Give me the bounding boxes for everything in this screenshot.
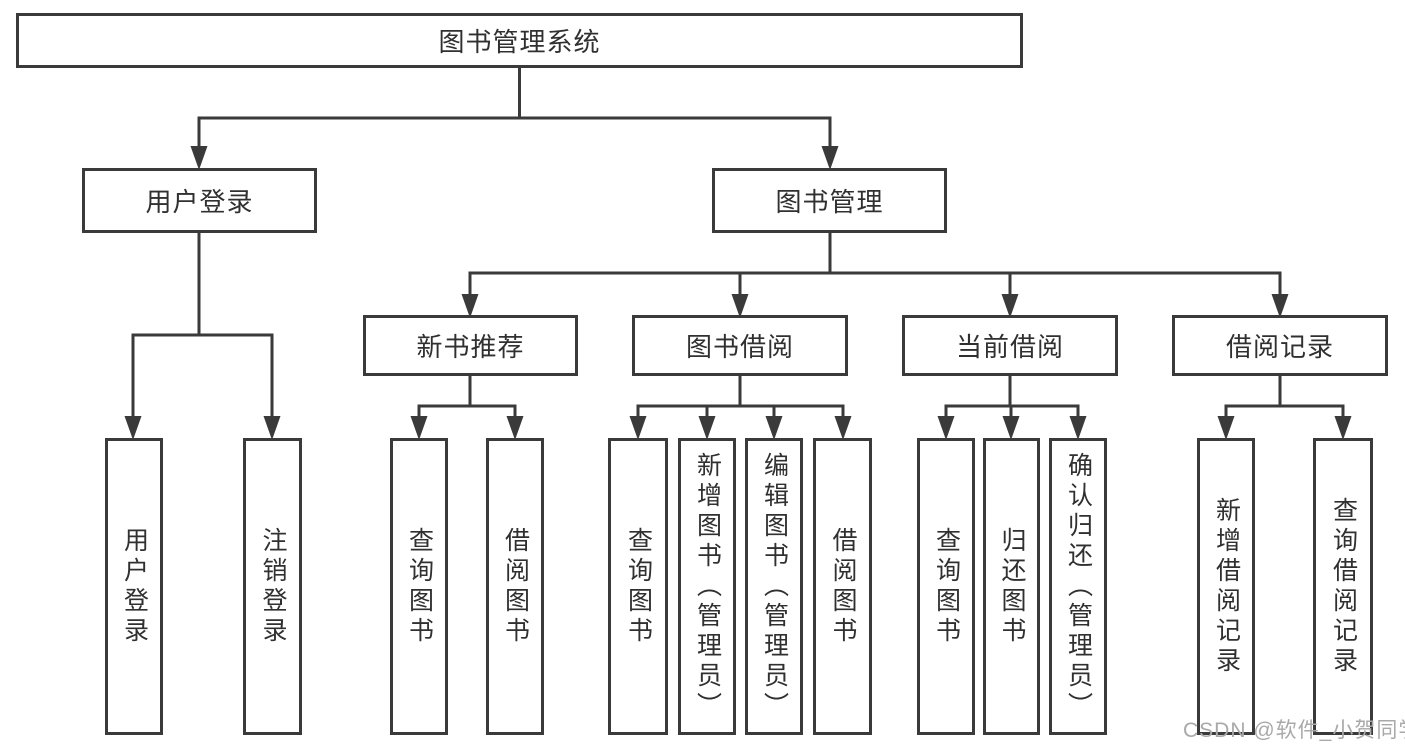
arrowhead <box>821 146 839 170</box>
arrowhead <box>1334 416 1352 440</box>
node-borrowing-records: 借阅记录 <box>1172 315 1388 376</box>
leaf-add-book-admin: 新增图书（管理员） <box>678 438 736 735</box>
arrowhead <box>698 416 716 440</box>
node-library-management-system: 图书管理系统 <box>16 13 1023 68</box>
arrowhead <box>124 416 142 440</box>
arrowhead <box>410 416 428 440</box>
leaf-query-borrow-record: 查询借阅记录 <box>1313 438 1373 735</box>
leaf-borrow-books-recommend: 借阅图书 <box>486 438 544 735</box>
leaf-user-login: 用户登录 <box>105 438 163 735</box>
node-user-login: 用户登录 <box>82 168 317 233</box>
arrowhead <box>629 416 647 440</box>
connector-root-to-level2 <box>197 68 832 150</box>
connector-bookmgmt-to-level3 <box>468 233 1282 298</box>
leaf-return-books: 归还图书 <box>983 438 1040 735</box>
leaf-logout: 注销登录 <box>243 438 302 735</box>
leaf-add-borrow-record: 新增借阅记录 <box>1197 438 1255 735</box>
node-current-borrowing: 当前借阅 <box>902 315 1118 376</box>
connector-records-to-leaves <box>1224 376 1345 420</box>
arrowhead <box>506 416 524 440</box>
node-book-management: 图书管理 <box>712 168 947 233</box>
leaf-edit-book-admin: 编辑图书（管理员） <box>745 438 803 735</box>
connector-recommend-to-leaves <box>417 376 517 420</box>
node-book-borrowing: 图书借阅 <box>632 315 848 376</box>
leaf-borrow-books-borrowing: 借阅图书 <box>813 438 872 735</box>
arrowhead <box>1002 416 1020 440</box>
node-new-book-recommend: 新书推荐 <box>363 315 578 376</box>
arrowhead <box>937 416 955 440</box>
connector-borrowing-to-leaves <box>636 376 845 420</box>
arrowhead <box>1217 416 1235 440</box>
arrowhead <box>263 416 281 440</box>
arrowhead <box>765 416 783 440</box>
leaf-query-books-current: 查询图书 <box>917 438 975 735</box>
arrowhead <box>834 416 852 440</box>
connector-userlogin-to-leaves <box>131 233 274 420</box>
leaf-confirm-return-admin: 确认归还（管理员） <box>1049 438 1107 735</box>
leaf-query-books-recommend: 查询图书 <box>390 438 448 735</box>
watermark: CSDN @软件_小贺同学 <box>1183 719 1405 742</box>
arrowhead <box>190 146 208 170</box>
arrowhead <box>1069 416 1087 440</box>
connector-current-to-leaves <box>944 376 1080 420</box>
leaf-query-books-borrowing: 查询图书 <box>608 438 668 735</box>
